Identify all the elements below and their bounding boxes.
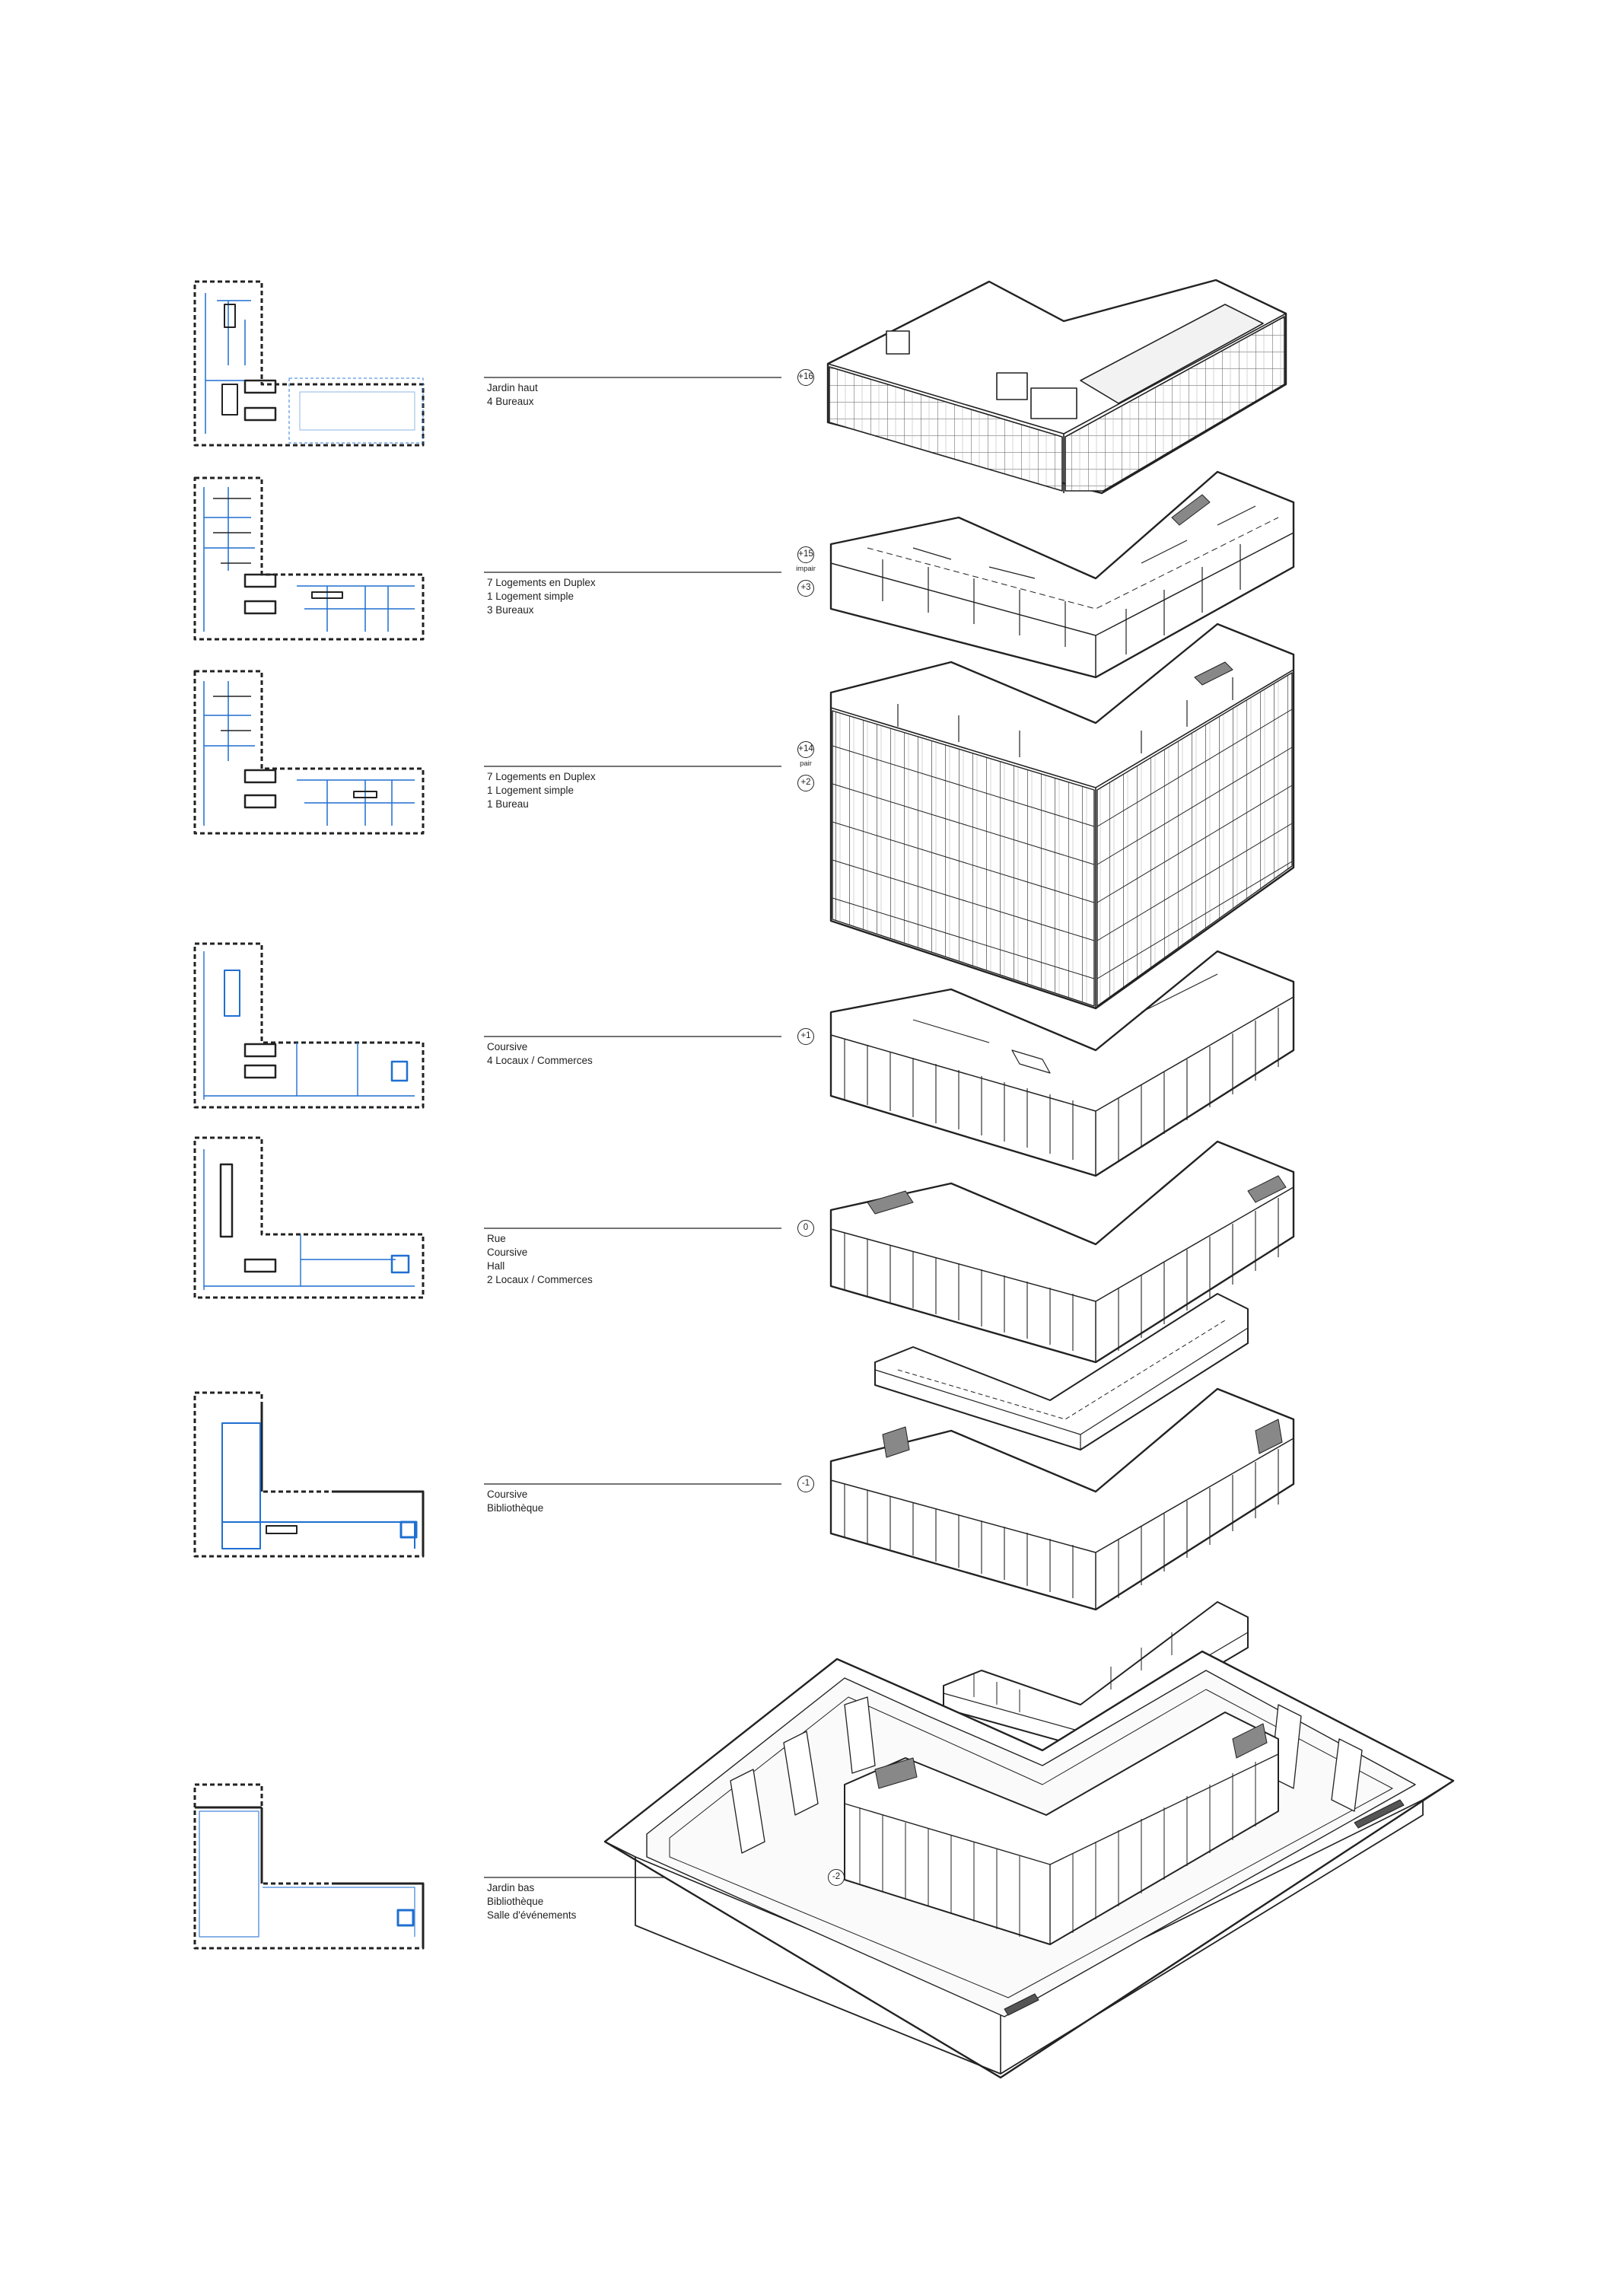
label-line: 1 Bureau [487,798,529,810]
plan-level-14-2 [193,670,425,835]
label-line: Jardin bas [487,1882,535,1893]
level-badge-1: +1 [797,1028,814,1045]
level-parity-impair: impair [796,565,816,573]
level-badge-3: +3 [797,580,814,597]
label-line: Coursive [487,1041,528,1052]
level-badge-minus-1: -1 [797,1476,814,1492]
level-label-16: Jardin haut 4 Bureaux [487,381,538,409]
plan-level-minus-1 [193,1391,425,1558]
plan-level-0 [193,1136,425,1299]
level-badge-minus-2: -2 [828,1869,845,1886]
label-line: 7 Logements en Duplex [487,771,596,782]
axo-level-minus-2 [603,1650,1455,2079]
level-label-14-2: 7 Logements en Duplex 1 Logement simple … [487,770,596,811]
label-line: 4 Locaux / Commerces [487,1055,593,1066]
label-line: 7 Logements en Duplex [487,577,596,588]
plan-level-16 [193,280,425,447]
axo-level-15-3 [829,470,1295,679]
leader-lines [484,377,811,1878]
axo-level-14-2 [829,623,1295,1010]
axo-level-0 [829,1140,1295,1364]
label-line: 1 Logement simple [487,591,574,602]
axo-level-1 [829,950,1295,1177]
plan-level-15-3 [193,476,425,641]
label-line: 4 Bureaux [487,396,534,407]
label-line: Salle d'événements [487,1909,577,1921]
level-label-1: Coursive 4 Locaux / Commerces [487,1040,593,1068]
axo-mezzanine-upper [874,1293,1249,1451]
level-badge-16: +16 [797,369,814,386]
level-label-15-3: 7 Logements en Duplex 1 Logement simple … [487,576,596,617]
level-label-0: Rue Coursive Hall 2 Locaux / Commerces [487,1232,593,1287]
label-line: Bibliothèque [487,1896,544,1907]
label-line: Bibliothèque [487,1502,544,1514]
level-badge-14: +14 [797,741,814,758]
label-line: Rue [487,1233,506,1244]
level-label-minus-1: Coursive Bibliothèque [487,1488,543,1515]
label-line: 1 Logement simple [487,785,574,796]
label-line: Hall [487,1260,505,1272]
label-line: Coursive [487,1247,528,1258]
level-badge-2: +2 [797,775,814,791]
level-badge-0: 0 [797,1220,814,1237]
label-line: Jardin haut [487,382,538,393]
label-line: 3 Bureaux [487,604,534,616]
plan-level-minus-2 [193,1783,425,1950]
plan-level-1 [193,942,425,1109]
label-line: Coursive [487,1489,528,1500]
level-badge-15: +15 [797,546,814,563]
axo-level-minus-1 [829,1387,1295,1611]
label-line: 2 Locaux / Commerces [487,1274,593,1285]
level-parity-pair: pair [800,759,812,768]
level-label-minus-2: Jardin bas Bibliothèque Salle d'événemen… [487,1881,576,1922]
axo-level-16 [826,279,1287,495]
